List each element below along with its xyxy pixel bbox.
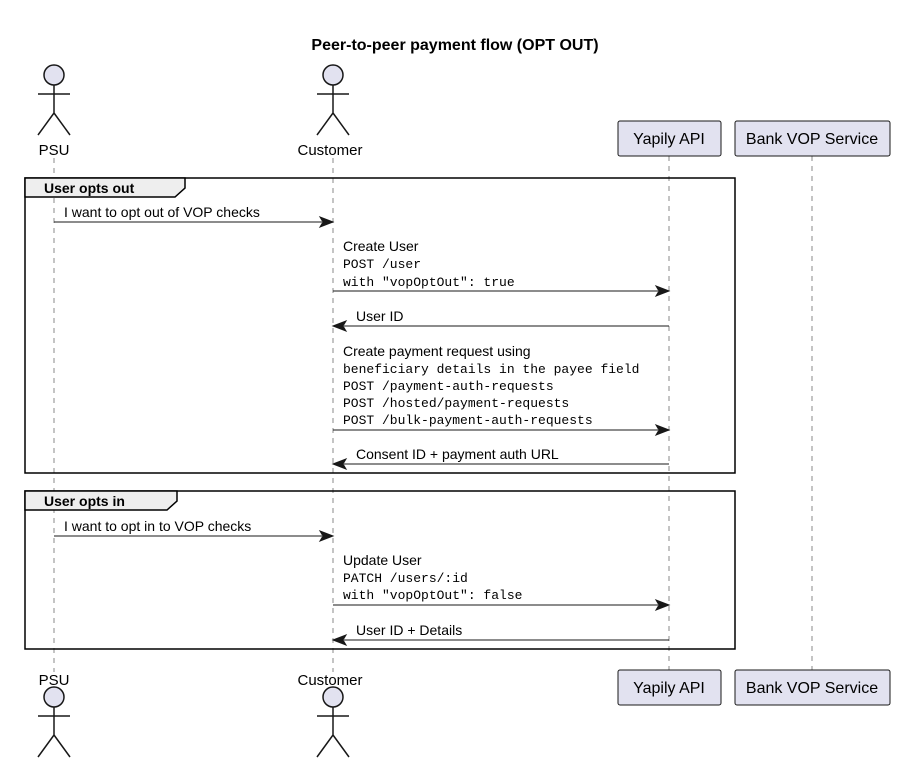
svg-text:Consent ID + payment auth URL: Consent ID + payment auth URL <box>356 446 559 462</box>
svg-text:I want to opt in to VOP checks: I want to opt in to VOP checks <box>64 518 251 534</box>
psu-label-bottom: PSU <box>39 672 70 689</box>
customer-label-top: Customer <box>297 142 362 159</box>
customer-actor-top: Customer <box>297 64 363 159</box>
bank-label-top: Bank VOP Service <box>746 131 878 148</box>
group-opt-out-label: User opts out <box>44 180 135 196</box>
svg-text:POST /hosted/payment-requests: POST /hosted/payment-requests <box>343 396 569 411</box>
svg-text:PATCH /users/:id: PATCH /users/:id <box>343 571 468 586</box>
message-create-payment-request: Create payment request using beneficiary… <box>333 343 671 436</box>
actor-icon <box>43 686 65 708</box>
diagram-title: Peer-to-peer payment flow (OPT OUT) <box>311 37 598 54</box>
message-consent-id: Consent ID + payment auth URL <box>331 446 669 470</box>
svg-text:beneficiary details in the pay: beneficiary details in the payee field <box>343 362 639 377</box>
svg-text:User ID: User ID <box>356 308 403 324</box>
group-opt-out: User opts out <box>24 177 736 474</box>
message-opt-in-request: I want to opt in to VOP checks <box>54 518 335 542</box>
svg-text:Create User: Create User <box>343 238 419 254</box>
yapily-participant-top: Yapily API <box>617 120 722 157</box>
bank-participant-top: Bank VOP Service <box>734 120 891 157</box>
svg-text:Update User: Update User <box>343 552 422 568</box>
message-update-user: Update User PATCH /users/:id with "vopOp… <box>333 552 671 611</box>
svg-text:I want to opt out of VOP check: I want to opt out of VOP checks <box>64 204 260 220</box>
message-user-id-details: User ID + Details <box>331 622 669 646</box>
message-opt-out-request: I want to opt out of VOP checks <box>54 204 335 228</box>
customer-label-bottom: Customer <box>297 672 362 689</box>
actor-icon <box>322 64 344 86</box>
svg-text:Create payment request using: Create payment request using <box>343 343 531 359</box>
actor-icon <box>322 686 344 708</box>
message-user-id: User ID <box>331 308 669 332</box>
message-create-user: Create User POST /user with "vopOptOut":… <box>333 238 671 297</box>
svg-text:with "vopOptOut": true: with "vopOptOut": true <box>343 275 515 290</box>
psu-actor-top: PSU <box>37 64 71 159</box>
yapily-participant-bottom: Yapily API <box>617 669 722 706</box>
yapily-label-top: Yapily API <box>633 131 705 148</box>
svg-text:POST /bulk-payment-auth-reques: POST /bulk-payment-auth-requests <box>343 413 593 428</box>
psu-label-top: PSU <box>39 142 70 159</box>
bank-participant-bottom: Bank VOP Service <box>734 669 891 706</box>
group-opt-in: User opts in <box>24 490 736 650</box>
psu-actor-bottom: PSU <box>37 672 71 758</box>
svg-text:POST /user: POST /user <box>343 257 421 272</box>
svg-text:User ID + Details: User ID + Details <box>356 622 462 638</box>
yapily-label-bottom: Yapily API <box>633 680 705 697</box>
svg-text:with "vopOptOut": false: with "vopOptOut": false <box>343 588 522 603</box>
group-opt-in-label: User opts in <box>44 493 125 509</box>
svg-text:POST /payment-auth-requests: POST /payment-auth-requests <box>343 379 554 394</box>
bank-label-bottom: Bank VOP Service <box>746 680 878 697</box>
customer-actor-bottom: Customer <box>297 672 363 758</box>
actor-icon <box>43 64 65 86</box>
